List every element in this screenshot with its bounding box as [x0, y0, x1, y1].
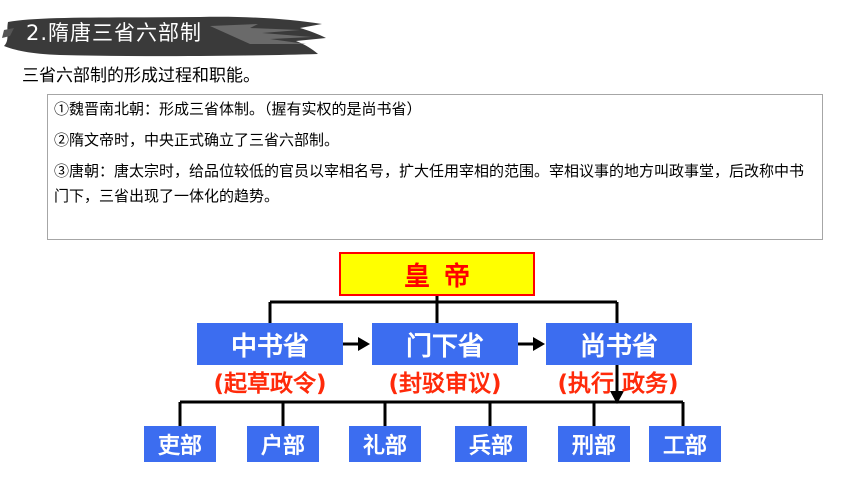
arrow-down-icon — [610, 391, 624, 404]
content-item: ①魏晋南北朝：形成三省体制。（握有实权的是尚书省） — [54, 100, 422, 118]
li-bu-rites-box: 礼部 — [349, 426, 421, 462]
gong-bu-box: 工部 — [649, 426, 721, 462]
menxia-function-label: (封驳审议) — [388, 371, 502, 397]
zhongshu-sheng-box: 中书省 — [197, 323, 343, 365]
shangshu-function-label: (执行 政务) — [557, 371, 679, 397]
page-title: 2.隋唐三省六部制 — [26, 21, 203, 45]
zhongshu-function-label: (起草政令) — [213, 371, 327, 397]
bing-bu-box: 兵部 — [455, 426, 527, 462]
li-bu-box: 吏部 — [144, 426, 216, 462]
hu-bu-box: 户部 — [247, 426, 319, 462]
section-subtitle: 三省六部制的形成过程和职能。 — [22, 66, 260, 86]
content-item: ②隋文帝时，中央正式确立了三省六部制。 — [54, 131, 340, 149]
xing-bu-box: 刑部 — [558, 426, 630, 462]
menxia-sheng-box: 门下省 — [372, 323, 518, 365]
arrow-right-icon — [533, 337, 545, 351]
shangshu-sheng-box: 尚书省 — [546, 323, 692, 365]
emperor-box: 皇帝 — [339, 252, 535, 296]
arrow-right-icon — [358, 337, 370, 351]
title-banner — [2, 16, 326, 57]
content-box: ①魏晋南北朝：形成三省体制。（握有实权的是尚书省） ②隋文帝时，中央正式确立了三… — [47, 94, 823, 240]
content-item: ③唐朝：唐太宗时，给品位较低的官员以宰相名号，扩大任用宰相的范围。宰相议事的地方… — [54, 162, 805, 205]
